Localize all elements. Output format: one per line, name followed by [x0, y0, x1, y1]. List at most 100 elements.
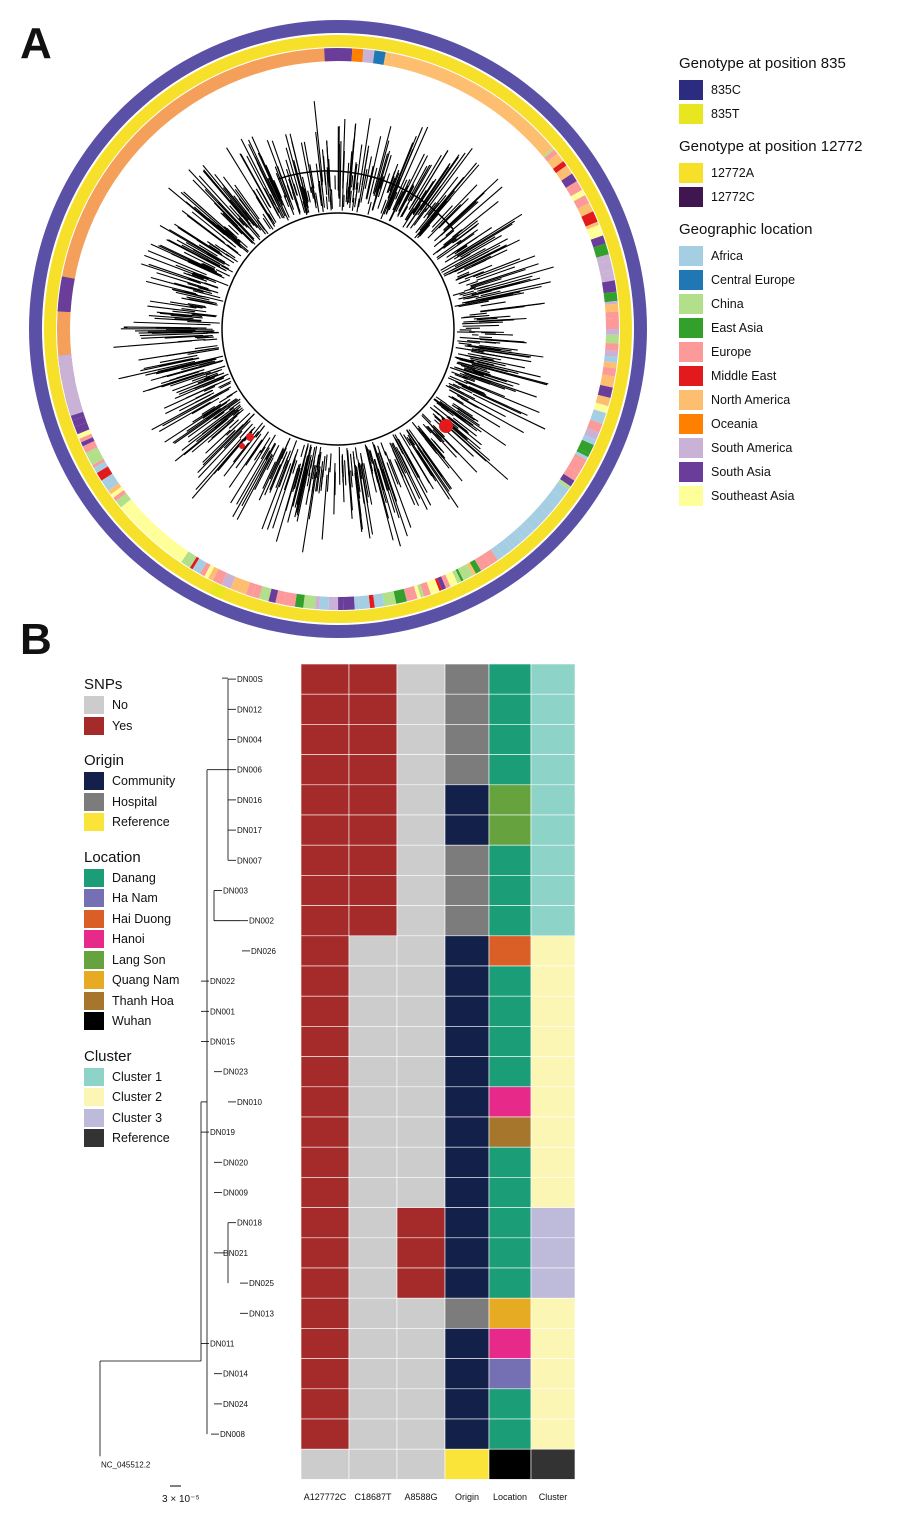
location-ring-segment [57, 276, 75, 313]
tree-branch [238, 217, 248, 228]
legend-swatch [84, 930, 104, 949]
tree-branch [202, 377, 225, 388]
tree-branch [226, 227, 238, 239]
heatmap-cell [396, 1026, 446, 1057]
tree-branch [387, 169, 400, 199]
legend-item: Cluster 2 [84, 1087, 224, 1108]
tree-branch [150, 367, 197, 381]
heatmap-cell [348, 1328, 398, 1359]
location-ring-segment [581, 211, 598, 227]
tree-branch [454, 245, 468, 255]
tree-branch [351, 175, 354, 188]
tree-branch [229, 412, 251, 433]
tree-branch [463, 379, 476, 386]
tree-branch [214, 417, 227, 429]
tree-branch [272, 459, 296, 529]
tree-branch [400, 164, 431, 218]
location-ring-segment [496, 539, 512, 556]
tree-branch [457, 409, 480, 426]
tree-branch [351, 198, 355, 211]
tree-branch [293, 183, 298, 196]
tree-branch [159, 357, 199, 367]
heatmap-cell [348, 1388, 398, 1420]
legend-swatch [84, 991, 104, 1010]
location-ring-segment [382, 591, 397, 607]
tree-branch [394, 437, 403, 453]
tree-branch [205, 372, 218, 379]
heatmap-cell [396, 1116, 446, 1148]
heatmap-cell [444, 663, 490, 695]
tree-branch [420, 154, 460, 211]
tree-branch [472, 393, 546, 430]
tree-branch [145, 280, 197, 295]
heatmap-cell [444, 1116, 490, 1148]
tree-branch [476, 317, 498, 321]
heatmap-cell [488, 1207, 532, 1239]
tree-branch [268, 177, 289, 221]
tree-branch [142, 373, 199, 393]
tree-tip-label: DN026 [251, 947, 276, 956]
tree-branch [373, 140, 390, 197]
tree-branch [463, 317, 527, 323]
tree-branch [320, 172, 323, 185]
tree-branch [460, 396, 492, 415]
location-ring-segment [600, 273, 615, 283]
tree-branch [181, 307, 207, 313]
tree-branch [181, 285, 202, 292]
tree-branch [407, 165, 428, 202]
tree-branch [172, 376, 211, 392]
heatmap-cell [530, 1388, 576, 1420]
tree-branch [388, 135, 417, 205]
tree-branch [367, 167, 378, 205]
tree-branch [326, 141, 331, 188]
legend-label: Reference [112, 1131, 170, 1146]
tree-branch [469, 357, 506, 367]
tree-tip-label: DN021 [223, 1249, 248, 1258]
tree-branch [273, 179, 282, 199]
tree-branch [320, 469, 324, 488]
legend-label: Thanh Hoa [112, 993, 174, 1008]
heatmap-cell [300, 844, 350, 876]
heatmap-cell [396, 1418, 446, 1450]
tree-branch [470, 359, 495, 366]
tree-tip-label: DN018 [237, 1219, 262, 1228]
tree-branch [448, 385, 465, 394]
location-ring-segment [605, 334, 619, 344]
location-ring-segment [108, 483, 122, 495]
tree-branch [164, 398, 231, 443]
tree-branch [421, 415, 478, 473]
tree-branch [477, 266, 554, 290]
highlight-clade [239, 443, 245, 449]
tree-branch [310, 446, 316, 469]
tree-branch [295, 199, 301, 213]
tree-branch [237, 238, 248, 248]
tree-branch [377, 155, 392, 198]
tree-branch [415, 449, 437, 482]
tree-branch [325, 454, 328, 471]
legend-swatch [679, 246, 703, 266]
tree-branch [473, 315, 511, 320]
heatmap-cell [300, 1297, 350, 1329]
location-ring-segment [237, 579, 251, 595]
tree-branch [223, 409, 236, 419]
tree-branch [194, 345, 218, 350]
tree-branch [464, 271, 484, 280]
location-ring-segment [258, 586, 272, 602]
tree-tip-label: DN009 [223, 1189, 248, 1198]
tree-branch [406, 149, 449, 218]
highlight-clade [246, 433, 254, 441]
tree-branch [315, 163, 322, 203]
heatmap-cell [348, 1297, 398, 1329]
legend-label: Wuhan [112, 1014, 152, 1029]
location-ring-segment [96, 466, 113, 481]
tree-branch [194, 336, 209, 339]
heatmap-cell [444, 965, 490, 997]
tree-branch [405, 208, 415, 221]
tree-branch [364, 156, 372, 189]
location-ring-segment [573, 195, 590, 209]
heatmap-cell [300, 814, 350, 846]
tree-branch [380, 199, 387, 214]
tree-branch [306, 472, 311, 487]
location-ring-segment [512, 530, 523, 543]
